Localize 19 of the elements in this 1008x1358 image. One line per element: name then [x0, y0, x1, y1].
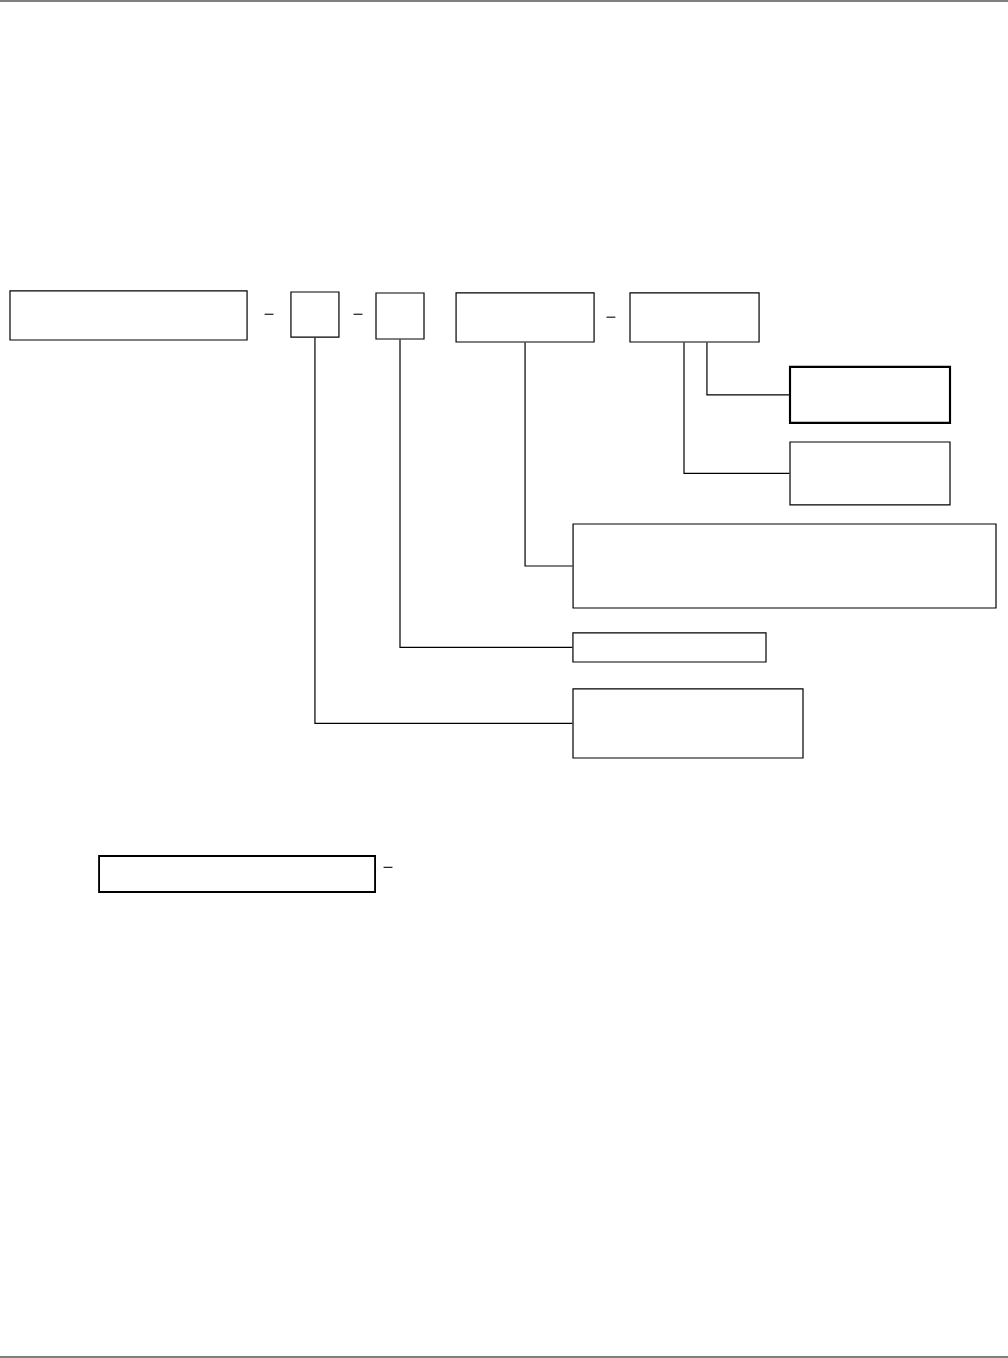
- empty-box: [572, 523, 997, 609]
- leader-line: [683, 342, 790, 475]
- empty-box: [629, 292, 760, 343]
- separator-dash: –: [606, 316, 616, 318]
- separator-dash: –: [264, 313, 274, 315]
- empty-box: [572, 632, 767, 663]
- empty-box: [455, 292, 595, 343]
- leader-line: [524, 342, 574, 567]
- separator-dash: –: [353, 313, 363, 315]
- leader-line: [314, 337, 573, 725]
- empty-box: [572, 688, 804, 759]
- leader-line: [399, 339, 573, 649]
- empty-box: [98, 855, 376, 893]
- empty-box: [9, 290, 248, 341]
- leader-line: [706, 342, 790, 396]
- empty-box: [290, 291, 340, 338]
- empty-box: [788, 365, 952, 424]
- empty-box: [375, 292, 425, 340]
- empty-box: [789, 441, 951, 506]
